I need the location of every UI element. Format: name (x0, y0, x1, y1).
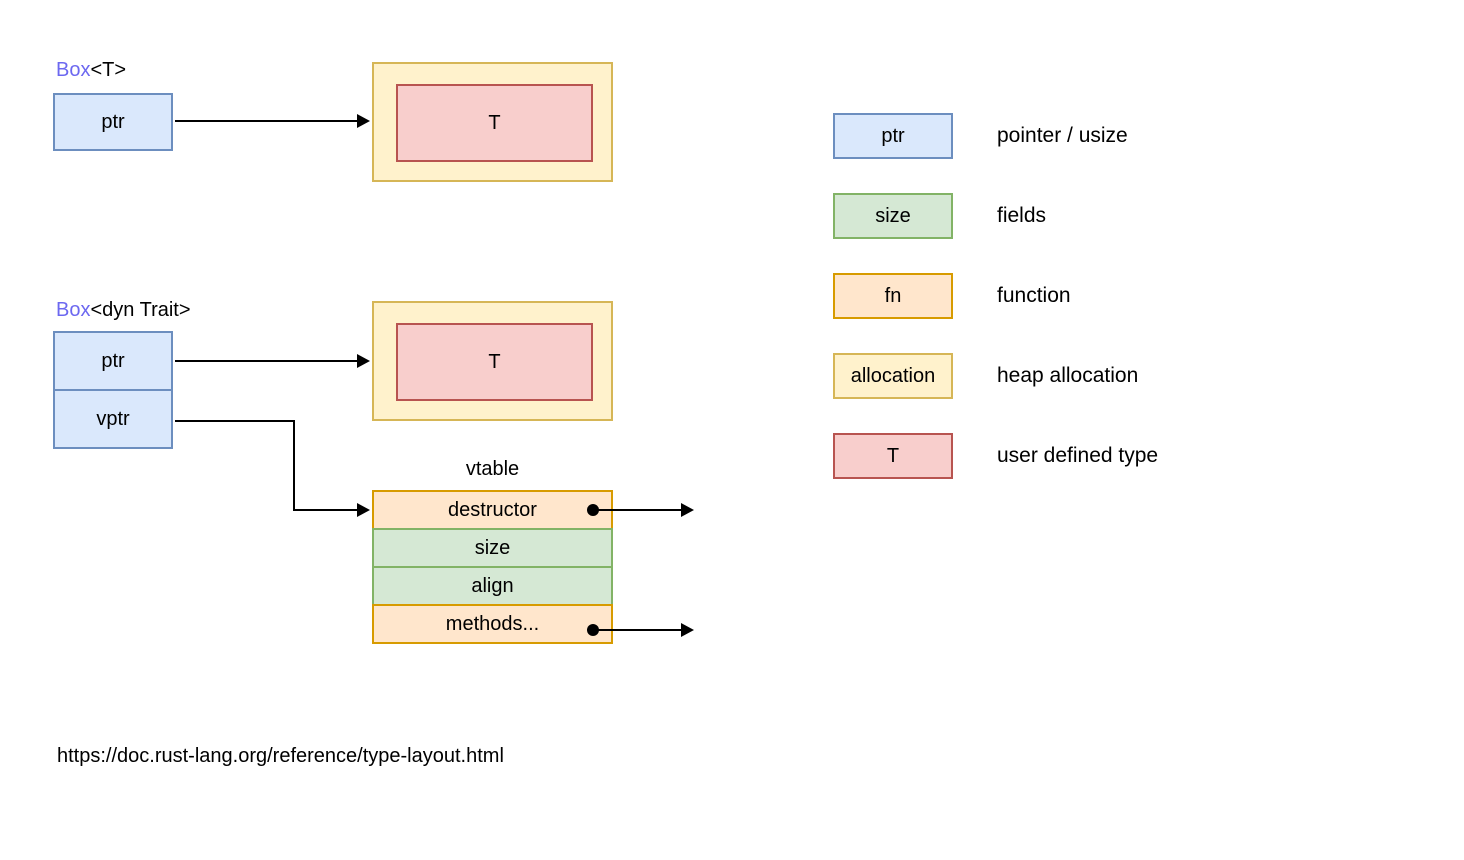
legend-swatch-label: T (886, 444, 900, 467)
legend-swatch-ptr: ptr (833, 113, 953, 159)
vtable-row-size: size (372, 528, 613, 568)
arrow-vptr-segment-3 (293, 509, 358, 511)
box-t-ptr-cell: ptr (53, 93, 173, 151)
box-dyn-ptr-label: ptr (101, 349, 125, 372)
box-t-type-box: T (396, 84, 593, 162)
arrow-destructor-out-line (593, 509, 682, 511)
legend-desc-function: function (997, 284, 1071, 307)
arrow-box-t-ptr-head-icon (357, 114, 370, 128)
box-dyn-title-rest: <dyn Trait> (90, 299, 191, 321)
legend-desc-fields: fields (997, 204, 1047, 227)
box-dyn-vptr-label: vptr (96, 407, 130, 430)
vtable-row-label: methods... (445, 612, 540, 635)
source-url: https://doc.rust-lang.org/reference/type… (57, 745, 504, 767)
arrow-vptr-segment-2 (293, 420, 295, 511)
arrow-box-t-ptr-line (175, 120, 358, 122)
vtable-row-align: align (372, 566, 613, 606)
legend-desc-allocation: heap allocation (997, 364, 1139, 387)
arrow-box-dyn-ptr-line (175, 360, 358, 362)
legend-swatch-size: size (833, 193, 953, 239)
vtable-row-methods: methods... (372, 604, 613, 644)
box-dyn-struct: ptr vptr (53, 331, 173, 449)
box-dyn-vptr-cell: vptr (53, 389, 173, 449)
box-dyn-type-label: T (488, 351, 501, 373)
vtable-title: vtable (465, 458, 520, 480)
legend-swatch-fn: fn (833, 273, 953, 319)
legend-swatch-label: allocation (850, 364, 936, 387)
legend-swatch-label: fn (884, 284, 902, 307)
arrow-destructor-out-head-icon (681, 503, 694, 517)
arrow-vptr-head-icon (357, 503, 370, 517)
legend-desc-type: user defined type (997, 444, 1159, 467)
arrow-box-dyn-ptr-head-icon (357, 354, 370, 368)
arrow-methods-out-head-icon (681, 623, 694, 637)
box-dyn-title-accent: Box (56, 299, 91, 321)
box-t-allocation: T (372, 62, 613, 182)
vtable: destructor size align methods... (372, 490, 613, 644)
arrow-methods-out-line (593, 629, 682, 631)
box-t-title-accent: Box (56, 59, 91, 81)
vtable-row-label: align (471, 574, 514, 597)
legend-swatch-label: ptr (881, 124, 905, 147)
legend-swatch-type: T (833, 433, 953, 479)
legend-swatch-label: size (875, 204, 911, 227)
vtable-row-destructor: destructor (372, 490, 613, 530)
box-t-ptr-label: ptr (101, 111, 125, 133)
legend-desc-pointer: pointer / usize (997, 124, 1128, 147)
box-dyn-title: Box<dyn Trait> (56, 299, 191, 321)
box-t-title: Box<T> (56, 59, 126, 81)
box-dyn-ptr-cell: ptr (53, 331, 173, 391)
vtable-row-label: size (474, 536, 511, 559)
vtable-row-label: destructor (448, 498, 537, 521)
legend-swatch-allocation: allocation (833, 353, 953, 399)
box-dyn-type-box: T (396, 323, 593, 401)
box-t-type-label: T (488, 112, 501, 134)
box-dyn-allocation: T (372, 301, 613, 421)
arrow-vptr-segment-1 (175, 420, 295, 422)
box-t-title-rest: <T> (90, 59, 127, 81)
